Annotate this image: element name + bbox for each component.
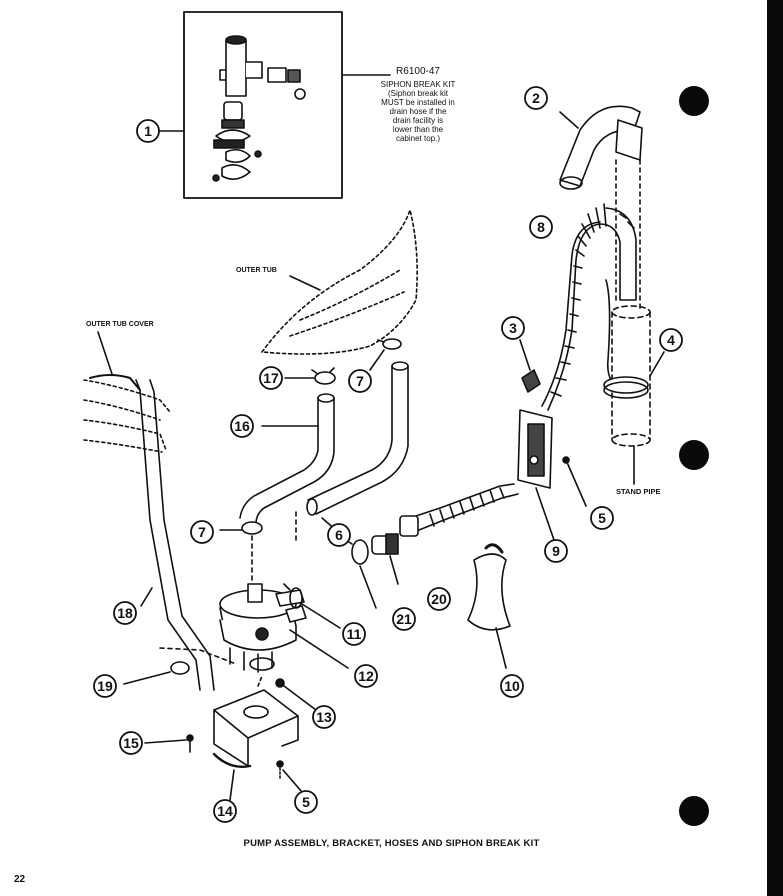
kit-note-line-2: (Siphon break kit	[388, 89, 449, 98]
callout-11: 11	[347, 626, 362, 642]
callout-12: 12	[358, 668, 374, 684]
callout-6: 6	[335, 527, 343, 543]
hose-clamp-17	[311, 367, 336, 385]
diagram-caption: PUMP ASSEMBLY, BRACKET, HOSES AND SIPHON…	[243, 838, 540, 849]
callout-4: 4	[667, 332, 675, 348]
kit-adapter-parts	[212, 101, 262, 182]
callout-21: 21	[396, 611, 412, 627]
outer-tub-label: OUTER TUB	[236, 267, 277, 274]
callout-13: 13	[316, 709, 332, 725]
callout-19: 19	[97, 678, 113, 694]
callout-20: 20	[431, 591, 447, 607]
callout-numbers: 1 2 3 4 5 5 6 7 7 8 9 10 11 12 13 14 15 …	[97, 90, 675, 819]
bracket-screw	[562, 456, 587, 507]
drain-pump	[219, 583, 307, 673]
kit-note-line-3: MUST be installed in	[381, 98, 455, 107]
kit-note-line-7: cabinet top.)	[396, 134, 440, 143]
callout-7-upper: 7	[356, 373, 364, 389]
hose-clamp-7-upper	[377, 338, 402, 350]
kit-note-line-1: SIPHON BREAK KIT	[381, 80, 456, 89]
bracket-mount-screw	[186, 734, 194, 753]
page-number: 22	[14, 874, 26, 885]
callout-16: 16	[234, 418, 250, 434]
kit-part-number: R6100-47	[396, 66, 440, 77]
hose-bracket	[517, 409, 553, 489]
binder-hole-bottom	[679, 796, 709, 826]
callout-8: 8	[537, 219, 545, 235]
binder-hole-top	[679, 86, 709, 116]
pump-drain-hose	[399, 483, 519, 537]
pump-clamp	[283, 583, 303, 609]
callout-5-upper: 5	[598, 510, 606, 526]
outer-tub	[261, 209, 418, 355]
hose-clip	[521, 369, 541, 393]
callout-2: 2	[532, 90, 540, 106]
callout-9: 9	[552, 543, 560, 559]
binder-hole-middle	[679, 440, 709, 470]
callout-3: 3	[509, 320, 517, 336]
outer-tub-cover-label: OUTER TUB COVER	[86, 321, 154, 328]
scan-edge-bar	[767, 0, 783, 896]
stand-pipe-label: STAND PIPE	[616, 487, 660, 496]
callout-15: 15	[123, 735, 139, 751]
hose-adapter	[371, 533, 399, 555]
callout-7-lower: 7	[198, 524, 206, 540]
kit-note-line-4: drain hose if the	[390, 107, 447, 116]
tub-drain-hose	[306, 361, 409, 516]
kit-note: R6100-47 SIPHON BREAK KIT (Siphon break …	[381, 66, 456, 143]
callout-18: 18	[117, 605, 133, 621]
siphon-tee-part	[219, 35, 306, 100]
kit-note-line-6: lower than the	[393, 125, 444, 134]
hose-weight	[467, 543, 511, 631]
callout-14: 14	[217, 803, 233, 819]
pump-inlet-hose	[239, 393, 335, 525]
hose-clamp-7-lower	[241, 521, 263, 535]
long-fill-hose	[135, 379, 215, 691]
bracket-screw-lower	[276, 760, 284, 781]
hose-clamp-ring	[345, 539, 369, 565]
callout-1: 1	[144, 123, 152, 139]
pump-mounting-bracket	[212, 675, 299, 768]
pump-nut	[275, 678, 285, 688]
stand-pipe	[603, 305, 651, 447]
callout-10: 10	[504, 678, 520, 694]
outer-tub-cover	[83, 374, 171, 453]
callout-5-lower: 5	[302, 794, 310, 810]
kit-box	[183, 11, 343, 199]
hose-clamp-19	[170, 661, 190, 675]
callout-17: 17	[263, 370, 279, 386]
kit-note-line-5: drain facility is	[393, 116, 443, 125]
drain-hose-hook	[559, 105, 643, 190]
callout-circles	[93, 86, 683, 823]
